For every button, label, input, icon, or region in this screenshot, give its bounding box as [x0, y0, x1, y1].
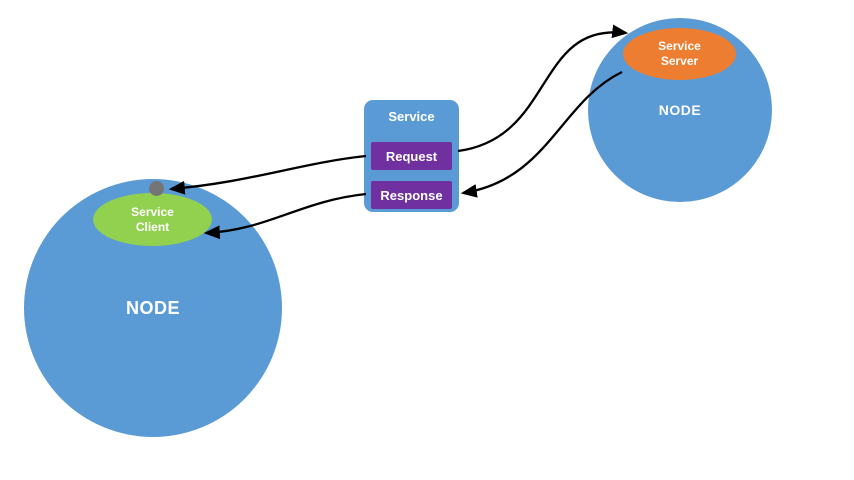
service-box: Service Request Response [364, 100, 459, 212]
response-box: Response [371, 181, 452, 209]
left-node-label: NODE [125, 297, 180, 318]
service-client-label-line2: Client [135, 219, 170, 234]
arrow-request-to-client-node [168, 154, 367, 195]
service-server-label-line2: Server [660, 54, 699, 68]
request-box: Request [371, 142, 452, 170]
service-box-title: Service [388, 109, 435, 124]
request-label: Request [385, 148, 438, 164]
service-client-label-line1: Service [131, 204, 174, 219]
service-client-ellipse: Service Client [93, 193, 212, 246]
service-server-label-line1: Service [658, 39, 701, 53]
service-server-ellipse: Service Server [623, 28, 736, 80]
response-label: Response [380, 187, 443, 203]
connection-point-dot [149, 181, 164, 196]
right-node-label: NODE [658, 102, 702, 118]
